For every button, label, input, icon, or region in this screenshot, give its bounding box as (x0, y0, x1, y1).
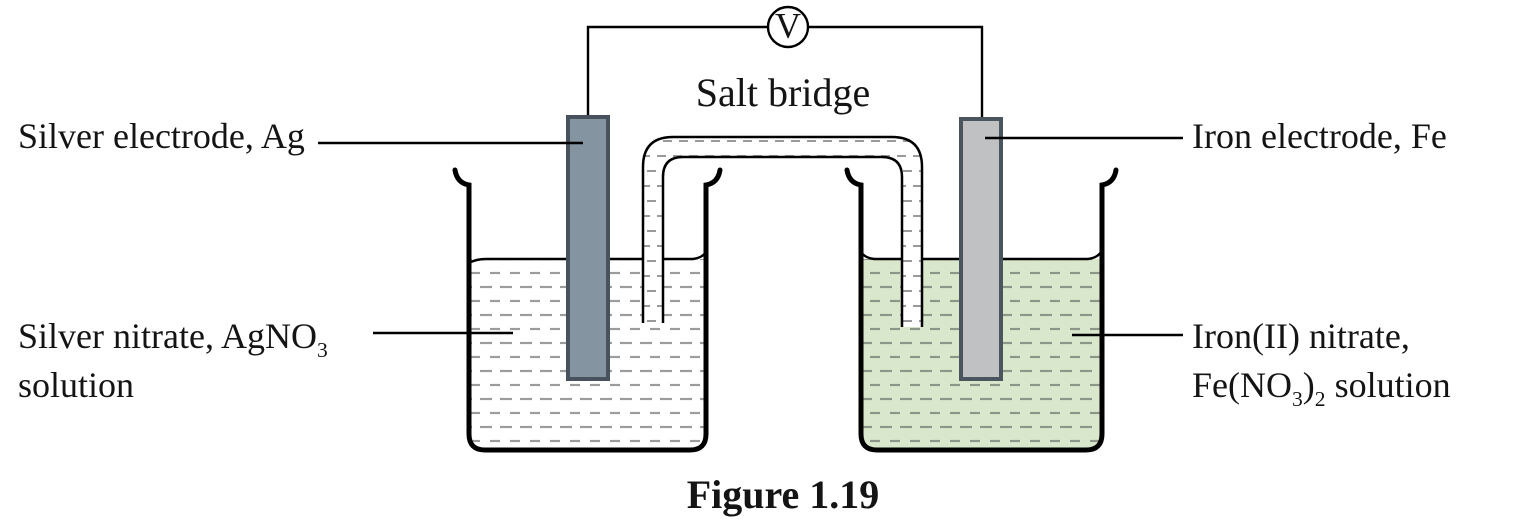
iron-electrode-bar (959, 117, 1003, 381)
salt-bridge-label: Salt bridge (695, 70, 871, 115)
right-beaker (844, 167, 1119, 453)
iron-nitrate-label-line2: Fe(NO3)2 solution (1192, 361, 1451, 410)
iron-nitrate-formula-p2: ) (1302, 365, 1315, 405)
voltmeter-symbol: V (775, 5, 801, 46)
voltmeter-icon (766, 5, 810, 49)
silver-nitrate-label-line1: Silver nitrate, AgNO3 (18, 312, 328, 361)
iron-electrode (959, 117, 1003, 381)
silver-nitrate-subscript: 3 (316, 338, 328, 363)
iron-nitrate-formula-p1: Fe(NO (1192, 365, 1292, 405)
iron-nitrate-subscript1: 3 (1291, 387, 1303, 412)
surface-line (1000, 250, 1103, 261)
iron-electrode-label: Iron electrode, Fe (1192, 116, 1447, 156)
silver-electrode (566, 115, 610, 381)
left-beaker (452, 167, 723, 453)
silver-electrode-bar (566, 115, 610, 381)
iron-nitrate-label-line1: Iron(II) nitrate, (1192, 316, 1410, 356)
surface-line (859, 250, 905, 261)
salt-bridge-outer-wall (641, 135, 924, 327)
salt-bridge-inner-wall (661, 155, 904, 327)
iron-nitrate-formula-p3: solution (1325, 365, 1451, 405)
leader-lines (318, 136, 1183, 337)
silver-electrode-label: Silver electrode, Ag (18, 116, 305, 156)
surface-line (661, 250, 708, 261)
figure-caption: Figure 1.19 (686, 472, 880, 517)
iron-nitrate-subscript2: 2 (1314, 387, 1326, 412)
salt-bridge-tube-dashes (643, 137, 922, 327)
silver-nitrate-label-line2: solution (18, 365, 135, 405)
silver-nitrate-formula: Silver nitrate, AgNO (18, 316, 317, 356)
iron-nitrate-label: Iron(II) nitrate, Fe(NO3)2 solution (1192, 312, 1451, 410)
silver-nitrate-label: Silver nitrate, AgNO3 solution (18, 312, 328, 410)
